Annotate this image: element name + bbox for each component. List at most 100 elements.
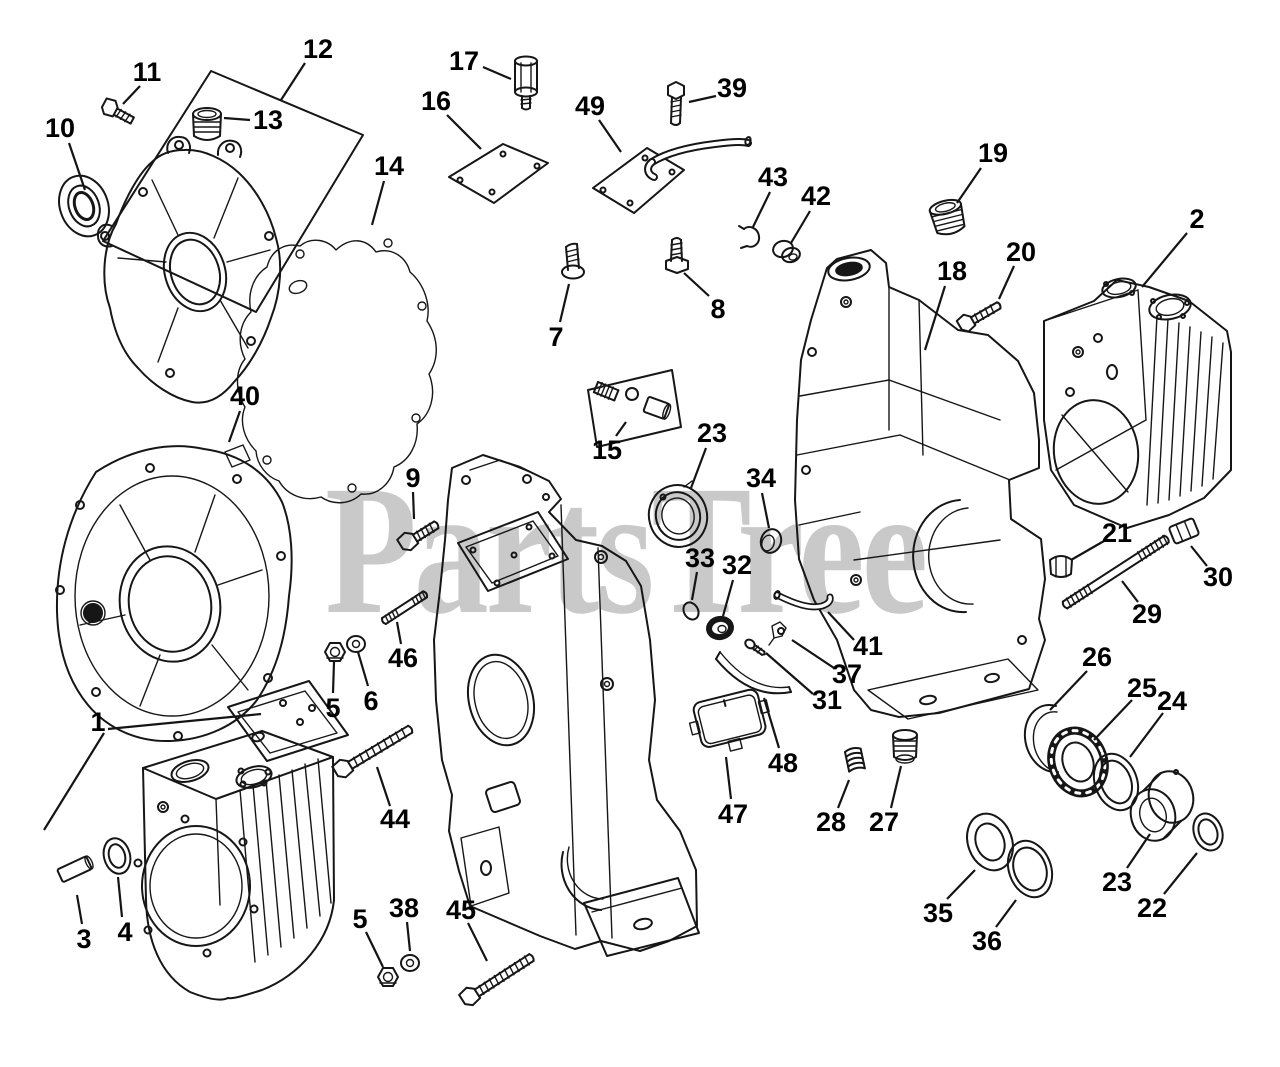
- callout-leader-1: [43, 732, 105, 831]
- callout-leader-11: [122, 85, 141, 105]
- part-standoff-icon: [514, 55, 538, 111]
- part-oil-fill-plug-icon: [192, 107, 222, 141]
- callout-leader-21: [1070, 540, 1105, 561]
- callout-leader-33: [690, 571, 699, 601]
- part-coupling-nut-icon: [1168, 517, 1200, 545]
- callout-leader-4: [116, 876, 124, 918]
- part-spring-28-icon: [844, 747, 866, 773]
- part-bolt-39-icon: [667, 81, 685, 126]
- callout-leader-14: [370, 180, 386, 226]
- callout-leader-22: [1163, 852, 1198, 895]
- part-crankcase-icon: [794, 249, 1046, 720]
- callout-label-44: 44: [380, 804, 410, 834]
- callout-label-2: 2: [1189, 204, 1204, 234]
- callout-label-29: 29: [1132, 599, 1162, 629]
- part-bolt-45-icon: [458, 953, 535, 1007]
- part-cap-21-icon: [1049, 555, 1073, 578]
- callout-leader-13: [223, 116, 251, 122]
- callout-leader-28: [836, 779, 851, 809]
- part-breather-box-icon: [688, 688, 770, 752]
- callout-label-37: 37: [832, 659, 862, 689]
- callout-leader-16: [446, 114, 482, 150]
- callout-leader-6: [356, 651, 370, 687]
- part-oil-tube-icon: [773, 590, 834, 611]
- callout-leader-15: [615, 421, 627, 437]
- part-nut-5a-icon: [324, 642, 346, 662]
- callout-leader-5: [365, 931, 384, 968]
- callout-leader-23: [1126, 833, 1151, 869]
- part-screw-7-icon: [561, 242, 585, 280]
- callout-leader-34: [760, 492, 771, 529]
- callout-label-9: 9: [405, 463, 420, 493]
- callout-leader-10: [67, 142, 87, 191]
- part-stud-46-icon: [381, 590, 429, 625]
- part-grommet-32-icon: [706, 615, 734, 641]
- callout-label-12: 12: [303, 34, 333, 64]
- part-washer-35-icon: [966, 812, 1014, 872]
- callout-label-21: 21: [1102, 518, 1132, 548]
- part-cylinder-block-1-icon: [133, 680, 349, 1001]
- callout-label-15: 15: [592, 435, 622, 465]
- callout-label-48: 48: [768, 748, 798, 778]
- callout-label-10: 10: [45, 113, 75, 143]
- callout-label-28: 28: [816, 807, 846, 837]
- part-bearing-25-icon: [1047, 726, 1109, 798]
- part-shim-24-icon: [1092, 752, 1140, 812]
- callout-leader-49: [598, 119, 622, 153]
- callout-label-25: 25: [1127, 673, 1157, 703]
- callout-leader-8: [683, 272, 710, 297]
- callout-leader-31: [765, 652, 814, 695]
- part-cup-plug-icon: [759, 528, 783, 554]
- callout-label-5: 5: [325, 693, 340, 723]
- part-ring-36-icon: [1006, 839, 1054, 899]
- callout-label-49: 49: [575, 91, 605, 121]
- callout-leader-47: [724, 756, 733, 800]
- part-screw-31-icon: [744, 638, 766, 656]
- part-dowel-pin-icon: [56, 855, 94, 883]
- callout-leader-37: [791, 639, 835, 669]
- callout-leader-40: [227, 410, 242, 443]
- callout-leader-29: [1121, 580, 1139, 603]
- callout-leader-24: [1129, 712, 1164, 758]
- part-stud-29-icon: [1061, 534, 1170, 610]
- part-bearing-plate-frame-icon: [102, 70, 364, 313]
- part-cylinder-block-2-icon: [1043, 277, 1232, 529]
- part-cover-plate-icon: [448, 143, 549, 204]
- callout-leader-26: [1049, 670, 1088, 711]
- part-bearing-retainer-icon: [647, 480, 709, 548]
- callout-leader-46: [395, 621, 403, 645]
- callout-label-7: 7: [548, 322, 563, 352]
- callout-label-13: 13: [253, 105, 283, 135]
- callout-label-6: 6: [363, 686, 378, 716]
- part-washer-38-icon: [400, 954, 420, 972]
- callout-label-11: 11: [133, 57, 162, 87]
- watermark: PartsTree: [325, 448, 925, 653]
- callout-label-18: 18: [937, 256, 967, 286]
- callout-label-38: 38: [389, 893, 419, 923]
- callout-leader-42: [790, 210, 811, 244]
- callout-label-42: 42: [801, 181, 831, 211]
- part-bolt-11-icon: [100, 97, 135, 125]
- callout-label-46: 46: [388, 643, 418, 673]
- callout-label-8: 8: [710, 294, 725, 324]
- callout-label-32: 32: [722, 550, 752, 580]
- callout-leader-32: [721, 579, 735, 617]
- callout-leader-17: [482, 65, 512, 81]
- callout-leader-5: [331, 661, 336, 694]
- callout-label-35: 35: [923, 898, 953, 928]
- callout-leader-25: [1093, 699, 1133, 741]
- part-grommet-42-icon: [772, 239, 801, 264]
- part-oil-seal-icon: [58, 174, 110, 238]
- callout-leader-44: [375, 766, 392, 807]
- callout-leader-38: [405, 921, 412, 952]
- part-clip-37-icon: [768, 621, 787, 646]
- callout-leader-23: [689, 447, 708, 489]
- part-seal-22-icon: [1192, 812, 1224, 852]
- callout-leader-12: [280, 62, 306, 101]
- callout-label-16: 16: [421, 86, 451, 116]
- callout-label-41: 41: [853, 631, 883, 661]
- callout-leader-20: [997, 265, 1016, 300]
- callout-label-34: 34: [746, 463, 776, 493]
